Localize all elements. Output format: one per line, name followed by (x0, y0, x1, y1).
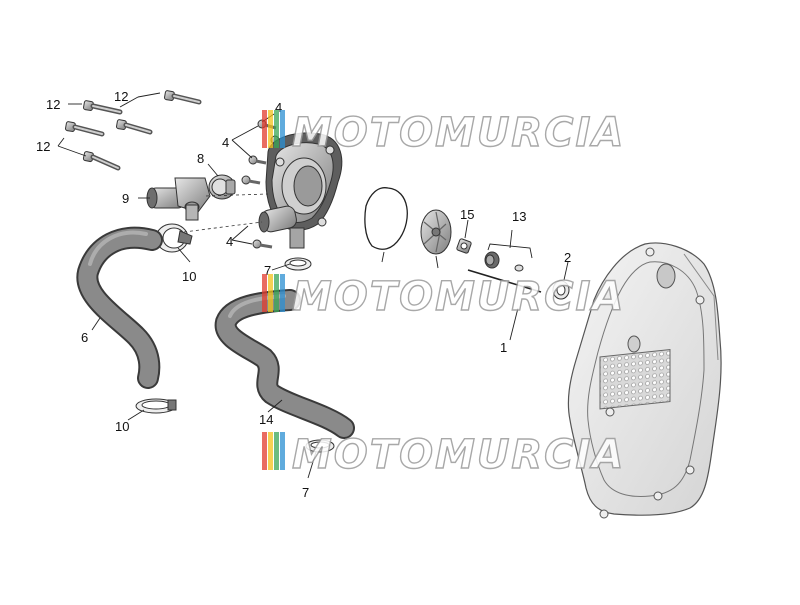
callout-6: 6 (81, 330, 88, 345)
water-pump-cover (258, 132, 343, 249)
watermark-stripe (280, 432, 285, 470)
hose-clamp-7-lower (305, 439, 335, 453)
hose-clamp-10-lower (135, 398, 177, 414)
pump-gasket (364, 187, 408, 250)
watermark-stripe (262, 110, 267, 148)
watermark-text: MOTOMURCIA (292, 110, 625, 156)
leader-lines (57, 92, 569, 479)
alignment-lines (183, 193, 269, 233)
callout-12-left: 12 (36, 139, 50, 154)
coolant-hose-6 (76, 226, 163, 389)
callout-10-lower: 10 (115, 419, 129, 434)
watermark-bottom: MOTOMURCIA (262, 431, 625, 479)
engine-crankcase-cover (567, 242, 722, 519)
watermark-stripe (262, 432, 267, 470)
callout-13: 13 (512, 209, 526, 224)
callout-7-upper: 7 (264, 263, 271, 278)
callout-7-lower: 7 (302, 485, 309, 500)
thermostat-8 (208, 174, 236, 200)
hose-clamp-10-upper (155, 223, 193, 253)
callout-10-upper: 10 (182, 269, 196, 284)
pump-impeller (420, 209, 452, 255)
callout-4-lower: 4 (226, 234, 233, 249)
washer-15 (456, 238, 472, 254)
callout-labels: 12 12 12 4 4 4 8 9 10 10 6 7 7 14 15 13 … (36, 89, 571, 500)
watermark-stripe (274, 110, 279, 148)
watermark-stripe (268, 110, 273, 148)
callout-2: 2 (564, 250, 571, 265)
watermark-text: MOTOMURCIA (292, 274, 625, 320)
callout-8: 8 (197, 151, 204, 166)
callout-15: 15 (460, 207, 474, 222)
bolt-12-lower (82, 151, 121, 171)
oil-seal-2 (552, 280, 570, 300)
callout-1: 1 (500, 340, 507, 355)
callout-4-top: 4 (275, 100, 282, 115)
watermark-top: MOTOMURCIA (262, 109, 625, 157)
watermark-stripe (280, 110, 285, 148)
pump-shaft-1 (467, 269, 542, 293)
watermark-stripe (274, 274, 279, 312)
watermark-middle: MOTOMURCIA (262, 273, 625, 321)
bolt-12-top (164, 90, 202, 105)
watermark-stripe (268, 274, 273, 312)
bolt-12-middle (116, 119, 153, 135)
bolt-12-upper-left (83, 100, 123, 115)
callout-12-top: 12 (114, 89, 128, 104)
watermark-stripe (280, 274, 285, 312)
seal-13 (484, 251, 524, 272)
watermark-stripe (274, 432, 279, 470)
thermostat-housing-9 (146, 177, 211, 221)
bolt-12-left (65, 121, 105, 137)
callout-4-upper: 4 (222, 135, 229, 150)
watermark-stripe (262, 274, 267, 312)
hose-clamp-7-upper (284, 257, 312, 271)
callout-12-upper-left: 12 (46, 97, 60, 112)
watermark-stripe (268, 432, 273, 470)
watermark-text: MOTOMURCIA (292, 432, 625, 478)
callout-9: 9 (122, 191, 129, 206)
callout-14: 14 (259, 412, 273, 427)
